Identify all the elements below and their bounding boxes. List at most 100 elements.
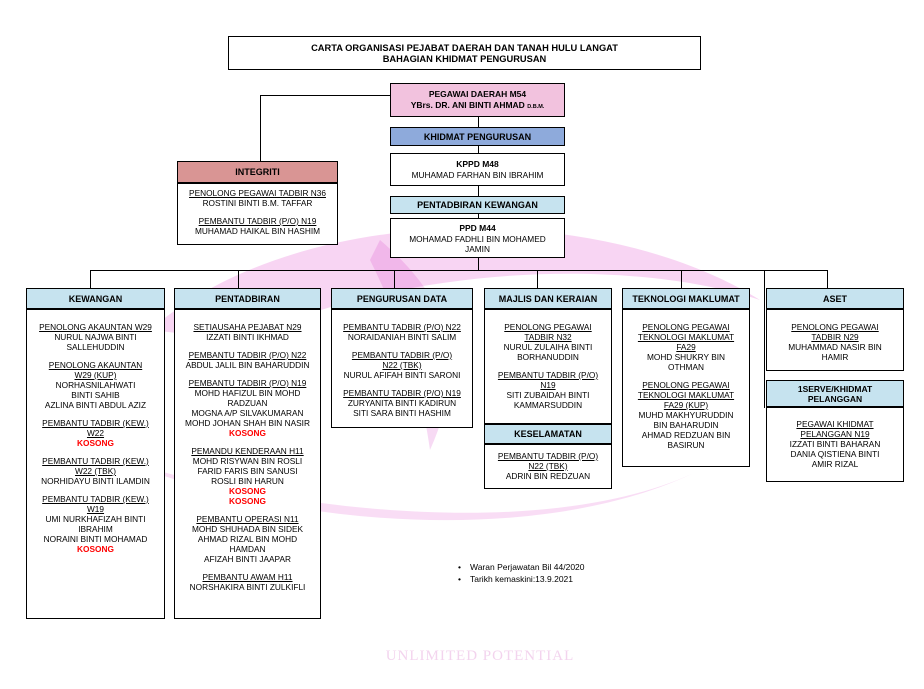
unit-header-pentadbiran: PENTADBIRAN [174,288,321,309]
unit-box-majlis: PENOLONG PEGAWAI TADBIR N32 NURUL ZULAIH… [484,309,612,424]
integriti-header: INTEGRITI [177,161,338,183]
staff-name: NURUL ZULAIHA BINTI [503,342,593,352]
watermark-text: UNLIMITED POTENTIAL [385,648,575,664]
role-label: PENOLONG PEGAWAI TADBIR N36 [189,188,326,198]
staff-name: ADRIN BIN REDZUAN [505,471,591,481]
role-label: PEMBANTU TADBIR (KEW.) [42,418,149,428]
role-label: PEMBANTU TADBIR (P/O) [497,370,599,380]
connector [537,270,538,288]
staff-name: MUHAMMAD NASIR BIN [788,342,882,352]
khidmat-pengurusan-box: KHIDMAT PENGURUSAN [390,127,565,146]
ppd-name: JAMIN [465,244,490,254]
unit-header-iserve: 1SERVE/KHIDMAT PELANGGAN [766,380,904,407]
role-label: TADBIR N32 [524,332,572,342]
role-label: PENOLONG AKAUNTAN W29 [39,322,152,332]
staff-name: SALLEHUDDIN [66,342,125,352]
unit-header-teknologi: TEKNOLOGI MAKLUMAT [622,288,750,309]
staff-name: MOHD RISYWAN BIN ROSLI [192,456,303,466]
connector [827,270,828,288]
role-label: PEMBANTU TADBIR (KEW.) [42,456,149,466]
staff-name: SITI SARA BINTI HASHIM [353,408,451,418]
role-label: W22 (TBK) [74,466,117,476]
role-label: PEMBANTU TADBIR (P/O) N19 [198,216,317,226]
staff-name: MOHD HAFIZUL BIN MOHD [194,388,301,398]
head-suffix: D.B.M. [527,104,545,110]
role-label: PEGAWAI KHIDMAT [796,419,874,429]
role-label: PENOLONG PEGAWAI [642,322,730,332]
role-label: FA29 [676,342,696,352]
staff-name: BASIRUN [667,440,705,450]
unit-box-pentadbiran: SETIAUSAHA PEJABAT N29 IZZATI BINTI IKHM… [174,309,321,619]
staff-name: NORHASNILAHWATI [55,380,136,390]
connector [238,270,239,288]
connector [478,186,479,196]
staff-name: IZZATI BINTI IKHMAD [206,332,289,342]
staff-name: MUHD MAKHYURUDDIN [638,410,734,420]
role-label: W19 [86,504,105,514]
connector [90,270,91,288]
staff-name: IBRAHIM [78,524,113,534]
integriti-box: PENOLONG PEGAWAI TADBIR N36 ROSTINI BINT… [177,183,338,245]
staff-name: AZLINA BINTI ABDUL AZIZ [44,400,147,410]
staff-name: SITI ZUBAIDAH BINTI [506,390,590,400]
staff-name: NURUL NAJWA BINTI [54,332,137,342]
ppd-box: PPD M44 MOHAMAD FADHLI BIN MOHAMED JAMIN [390,218,565,258]
vacant-label: KOSONG [77,544,114,554]
staff-name: ZURYANITA BINTI KADIRUN [347,398,457,408]
role-label: PEMBANTU TADBIR (P/O) N22 [188,350,307,360]
unit-header-kewangan: KEWANGAN [26,288,165,309]
head-box: PEGAWAI DAERAH M54 YBrs. DR. ANI BINTI A… [390,83,565,117]
staff-name: MOGNA A/P SILVAKUMARAN [191,408,304,418]
staff-name: NORHIDAYU BINTI ILAMDIN [41,476,150,486]
role-label: PEMBANTU AWAM H11 [202,572,293,582]
role-label: PEMBANTU TADBIR (P/O) N19 [188,378,307,388]
staff-name: MOHD JOHAN SHAH BIN NASIR [185,418,310,428]
unit-box-aset: PENOLONG PEGAWAI TADBIR N29 MUHAMMAD NAS… [766,309,904,371]
connector [394,270,395,288]
connector [764,270,765,408]
role-label: TADBIR N29 [811,332,859,342]
unit-header-majlis: MAJLIS DAN KERAIAN [484,288,612,309]
unit-box-teknologi: PENOLONG PEGAWAI TEKNOLOGI MAKLUMAT FA29… [622,309,750,467]
connector [478,117,479,127]
staff-name: MUHAMAD HAIKAL BIN HASHIM [194,226,321,236]
staff-name: OTHMAN [668,362,704,372]
staff-name: BIN BAHARUDIN [653,420,719,430]
staff-name: AHMAD REDZUAN BIN [641,430,731,440]
pentadbiran-kewangan-box: PENTADBIRAN KEWANGAN [390,196,565,214]
vacant-label: KOSONG [229,428,266,438]
staff-name: HAMDAN [229,544,266,554]
staff-name: ROSLI BIN HARUN [211,476,284,486]
role-label: PENOLONG PEGAWAI [791,322,879,332]
chart-title-line2: BAHAGIAN KHIDMAT PENGURUSAN [382,54,547,64]
staff-name: AFIZAH BINTI JAAPAR [204,554,291,564]
unit-box-keselamatan: PEMBANTU TADBIR (P/O) N22 (TBK) ADRIN BI… [484,444,612,489]
iserve-label: 1SERVE/KHIDMAT [797,384,873,394]
unit-box-kewangan: PENOLONG AKAUNTAN W29 NURUL NAJWA BINTI … [26,309,165,619]
vacant-label: KOSONG [229,496,266,506]
role-label: N19 [540,380,556,390]
role-label: TEKNOLOGI MAKLUMAT [637,332,735,342]
head-role: PEGAWAI DAERAH M54 [428,89,527,99]
connector [478,258,479,270]
role-label: PENOLONG PEGAWAI [642,380,730,390]
unit-header-keselamatan: KESELAMATAN [484,424,612,444]
staff-name: IZZATI BINTI BAHARAN [789,439,881,449]
role-label: PEMBANTU TADBIR (P/O) [497,451,599,461]
role-label: PEMBANTU TADBIR (P/O) [351,350,453,360]
role-label: PEMBANTU TADBIR (P/O) N19 [343,388,461,398]
role-label: N22 (TBK) [528,461,568,471]
vacant-label: KOSONG [77,438,114,448]
staff-name: AHMAD RIZAL BIN MOHD [197,534,298,544]
note-item: •Waran Perjawatan Bil 44/2020 [458,562,585,572]
staff-name: AMIR RIZAL [811,459,859,469]
role-label: PEMBANTU TADBIR (KEW.) [42,494,149,504]
unit-header-pengurusan-data: PENGURUSAN DATA [331,288,473,309]
connector [478,146,479,153]
connector [90,270,827,271]
ppd-role: PPD M44 [459,223,496,233]
staff-name: BORHANUDDIN [517,352,579,362]
kppd-name: MUHAMAD FARHAN BIN IBRAHIM [411,170,544,180]
staff-name: ABDUL JALIL BIN BAHARUDDIN [185,360,310,370]
connector [681,270,682,288]
